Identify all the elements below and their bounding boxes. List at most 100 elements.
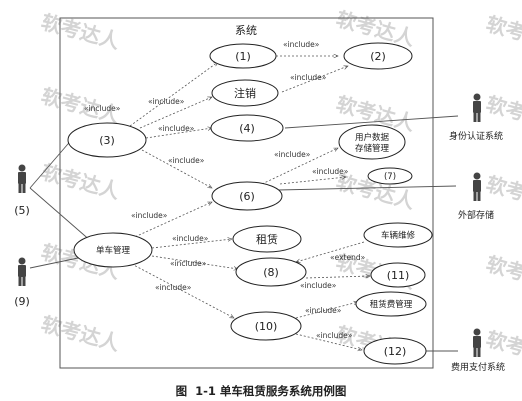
actors [18, 93, 481, 357]
use-case-11 [370, 262, 426, 288]
actor-external-storage-label: 外部存储 [458, 209, 494, 221]
use-case-4 [210, 114, 284, 142]
figure-caption: 图 1-1 单车租赁服务系统用例图 [176, 384, 347, 398]
use-case-bike-management-label: 单车管理 [96, 245, 131, 256]
use-case-labels: (1) (2) 注销 (3) (4) 用户数据 存储管理 (6) (7) 单车管… [96, 50, 416, 358]
actor-head [473, 328, 481, 336]
rel-label: «include» [84, 104, 121, 113]
actor-payment-label: 费用支付系统 [451, 361, 505, 373]
actor-body [18, 172, 26, 184]
watermark: 软考达人 [39, 160, 123, 204]
use-case-2 [343, 42, 413, 70]
use-case-6 [211, 181, 283, 211]
use-case-logout [211, 79, 279, 107]
dep-bike-8 [151, 255, 238, 269]
use-case-logout-label: 注销 [234, 86, 256, 100]
use-case-1 [209, 43, 277, 69]
use-case-rent-label: 租赁 [256, 232, 278, 246]
dep-3-1 [129, 62, 218, 127]
actor-leg [477, 192, 481, 201]
watermark: 软考达人 [484, 92, 522, 136]
rel-label: «extend» [330, 253, 366, 262]
dep-bike-6 [127, 201, 212, 241]
actor-9-label: (9) [14, 295, 30, 308]
use-case-rent-fee-management [355, 291, 427, 317]
dep-6-7 [279, 177, 346, 185]
dependency-lines [127, 56, 370, 350]
use-case-10-label: (10) [255, 320, 278, 333]
watermark: 软考达人 [484, 252, 522, 296]
rel-label: «include» [305, 306, 342, 315]
actor-body [473, 101, 481, 113]
use-case-2-label: (2) [370, 50, 386, 63]
use-case-10 [230, 311, 302, 341]
dep-10-12 [295, 333, 362, 350]
actor-leg [22, 184, 26, 193]
dep-3-logout [139, 96, 212, 129]
use-case-4-label: (4) [239, 122, 255, 135]
use-case-user-data-line1: 用户数据 [355, 132, 390, 143]
use-case-rent [232, 225, 302, 253]
actor-head [18, 164, 26, 172]
rel-label: «include» [290, 73, 327, 82]
rel-label: «include» [172, 234, 209, 243]
actor-leg [473, 192, 477, 201]
actor-leg [473, 348, 477, 357]
use-case-12 [363, 337, 427, 365]
actor-body [18, 265, 26, 277]
use-case-3 [67, 122, 147, 158]
assoc-9-bike [29, 257, 79, 269]
rel-label: «include» [312, 167, 349, 176]
actor-labels: (5) (9) 身份认证系统 外部存储 费用支付系统 [14, 130, 505, 373]
actor-9 [18, 257, 26, 286]
actor-leg [473, 113, 477, 122]
use-case-6-label: (6) [239, 190, 255, 203]
actor-identity-system [473, 93, 481, 122]
rel-label: «include» [316, 331, 353, 340]
assoc-5-bike [29, 187, 93, 243]
watermark: 软考达人 [39, 10, 123, 54]
watermark: 软考达人 [484, 172, 522, 216]
actor-5-label: (5) [14, 204, 30, 217]
actor-body [473, 336, 481, 348]
actor-leg [18, 277, 22, 286]
dep-8-11 [305, 276, 370, 279]
rel-label: «include» [158, 124, 195, 133]
rel-label: «include» [170, 259, 207, 268]
rel-label: «include» [283, 40, 320, 49]
use-case-1-label: (1) [235, 50, 251, 63]
dep-10-feemgmt [295, 302, 358, 319]
watermark: 软考达人 [484, 12, 522, 56]
rel-label: «include» [155, 283, 192, 292]
rel-label: «include» [131, 211, 168, 220]
system-label: 系统 [235, 24, 257, 37]
use-case-11-label: (11) [387, 269, 410, 282]
rel-label: «include» [148, 97, 185, 106]
use-case-7-label: (7) [384, 172, 396, 182]
use-case-8 [235, 257, 307, 287]
use-case-user-data-storage [338, 124, 406, 160]
use-case-bike-repair-label: 车辆维修 [381, 230, 416, 241]
actor-body [473, 180, 481, 192]
rel-label: «include» [168, 156, 205, 165]
dep-3-4 [145, 128, 212, 139]
use-case-bike-management [73, 232, 153, 268]
actor-leg [22, 277, 26, 286]
rel-label: «include» [300, 281, 337, 290]
actor-identity-label: 身份认证系统 [449, 130, 503, 142]
actor-head [473, 93, 481, 101]
use-case-user-data-line2: 存储管理 [355, 143, 390, 154]
use-case-8-label: (8) [263, 266, 279, 279]
dep-3-6 [141, 149, 212, 189]
assoc-uc4-identity [284, 115, 459, 129]
use-cases [67, 42, 433, 365]
actor-leg [477, 113, 481, 122]
rel-label: «include» [274, 150, 311, 159]
relation-labels: «include» «include» «include» «include» … [84, 40, 366, 340]
use-case-bike-repair [363, 222, 433, 248]
actor-leg [477, 348, 481, 357]
actor-head [18, 257, 26, 265]
actor-5 [18, 164, 26, 193]
watermark: 软考达人 [39, 312, 123, 356]
